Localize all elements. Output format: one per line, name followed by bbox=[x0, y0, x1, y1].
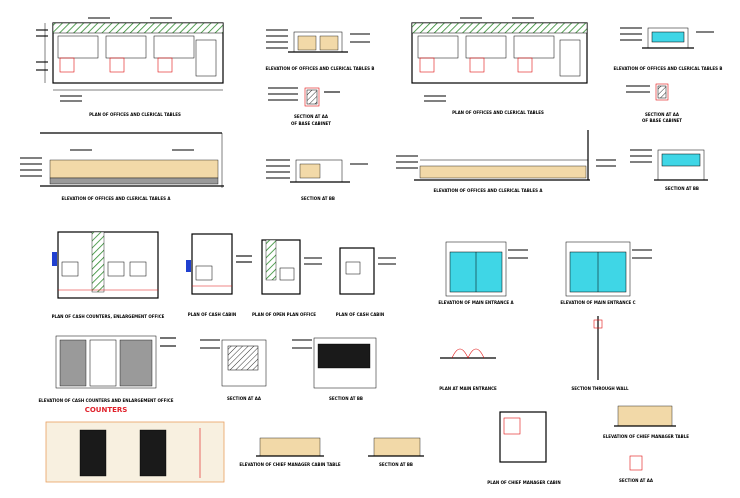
elevation-tables-a-1: ELEVATION OF OFFICES AND CLERICAL TABLES… bbox=[20, 132, 224, 201]
section-a-label: SECTION AT AA bbox=[227, 396, 262, 401]
section-b: SECTION AT BB bbox=[292, 337, 377, 401]
elev-chief-manager-label: ELEVATION OF CHIEF MANAGER CABIN TABLE bbox=[239, 462, 341, 467]
section-aa-2: SECTION AT AA OF BASE CABINET bbox=[626, 83, 682, 123]
section-bb-1: SECTION AT BB bbox=[266, 159, 368, 201]
plan-main-entrance-label: PLAN AT MAIN ENTRANCE bbox=[439, 386, 497, 391]
section-a: SECTION AT AA bbox=[200, 339, 267, 401]
section-bb-3: SECTION AT BB bbox=[368, 437, 424, 467]
counters-detail-panel bbox=[45, 421, 225, 483]
section-aa-3: SECTION AT AA bbox=[619, 455, 654, 483]
plan-open-office-label: PLAN OF OPEN PLAN OFFICE bbox=[252, 312, 316, 317]
plan-main-entrance: PLAN AT MAIN ENTRANCE bbox=[439, 348, 497, 391]
section-aa-label-1: SECTION AT AA bbox=[294, 114, 329, 119]
section-aa-1: SECTION AT AA OF BASE CABINET bbox=[268, 87, 340, 126]
section-bb-2: SECTION AT BB bbox=[630, 149, 708, 191]
section-bb-label-1: SECTION AT BB bbox=[301, 196, 335, 201]
elev-label-2: ELEVATION OF OFFICES AND CLERICAL TABLES… bbox=[614, 66, 723, 71]
plan-offices-clerical-2: PLAN OF OFFICES AND CLERICAL TABLES bbox=[411, 17, 588, 115]
plan-cash-cabin-2-label: PLAN OF CASH CABIN bbox=[336, 312, 384, 317]
elev-main-entrance-c-label: ELEVATION OF MAIN ENTRANCE C bbox=[560, 300, 635, 305]
plan-label-2: PLAN OF OFFICES AND CLERICAL TABLES bbox=[452, 110, 544, 115]
plan-cash-cabin-label: PLAN OF CASH CABIN bbox=[188, 312, 236, 317]
elevation-tables-b-2: ELEVATION OF OFFICES AND CLERICAL TABLES… bbox=[614, 27, 723, 71]
plan-cash-cabin-2: PLAN OF CASH CABIN bbox=[336, 247, 396, 317]
elevation-tables-b-1: ELEVATION OF OFFICES AND CLERICAL TABLES… bbox=[266, 29, 375, 71]
section-aa-sub-2: OF BASE CABINET bbox=[642, 118, 682, 123]
plan-cash-counters: PLAN OF CASH COUNTERS, ENLARGEMENT OFFIC… bbox=[52, 231, 165, 319]
plan-open-office: PLAN OF OPEN PLAN OFFICE bbox=[252, 239, 322, 317]
counters-title: COUNTERS bbox=[85, 406, 128, 414]
plan-cash-counters-label: PLAN OF CASH COUNTERS, ENLARGEMENT OFFIC… bbox=[52, 314, 165, 319]
elev-cash-counters: ELEVATION OF CASH COUNTERS AND ENLARGEME… bbox=[38, 335, 176, 414]
section-aa-label-2: SECTION AT AA bbox=[645, 112, 680, 117]
section-bb-label-2: SECTION AT BB bbox=[665, 186, 699, 191]
elev-cash-counters-label: ELEVATION OF CASH COUNTERS AND ENLARGEME… bbox=[38, 398, 173, 403]
plan-label-1: PLAN OF OFFICES AND CLERICAL TABLES bbox=[89, 112, 181, 117]
plan-cash-cabin: PLAN OF CASH CABIN bbox=[186, 233, 252, 317]
section-through-wall-label: SECTION THROUGH WALL bbox=[571, 386, 629, 391]
elev-main-entrance-a: ELEVATION OF MAIN ENTRANCE A bbox=[438, 241, 528, 305]
section-aa-3-label: SECTION AT AA bbox=[619, 478, 654, 483]
elev-a-label-1: ELEVATION OF OFFICES AND CLERICAL TABLES… bbox=[62, 196, 172, 201]
plan-chief-manager: PLAN OF CHIEF MANAGER CABIN bbox=[487, 411, 561, 485]
elev-chief-manager: ELEVATION OF CHIEF MANAGER CABIN TABLE bbox=[239, 437, 341, 467]
elev-a-label-2: ELEVATION OF OFFICES AND CLERICAL TABLES… bbox=[434, 188, 544, 193]
plan-offices-clerical-1: PLAN OF OFFICES AND CLERICAL TABLES bbox=[36, 17, 224, 117]
elev-chief-manager-table: ELEVATION OF CHIEF MANAGER TABLE bbox=[603, 405, 689, 439]
elev-main-entrance-a-label: ELEVATION OF MAIN ENTRANCE A bbox=[438, 300, 514, 305]
section-bb-3-label: SECTION AT BB bbox=[379, 462, 413, 467]
plan-chief-manager-label: PLAN OF CHIEF MANAGER CABIN bbox=[487, 480, 560, 485]
elev-label-1: ELEVATION OF OFFICES AND CLERICAL TABLES… bbox=[266, 66, 375, 71]
elev-main-entrance-c: ELEVATION OF MAIN ENTRANCE C bbox=[560, 241, 652, 305]
section-aa-sub-1: OF BASE CABINET bbox=[291, 121, 331, 126]
section-b-label: SECTION AT BB bbox=[329, 396, 363, 401]
elevation-tables-a-2: ELEVATION OF OFFICES AND CLERICAL TABLES… bbox=[396, 130, 616, 193]
elev-chief-manager-table-label: ELEVATION OF CHIEF MANAGER TABLE bbox=[603, 434, 689, 439]
section-through-wall: SECTION THROUGH WALL bbox=[571, 316, 629, 391]
